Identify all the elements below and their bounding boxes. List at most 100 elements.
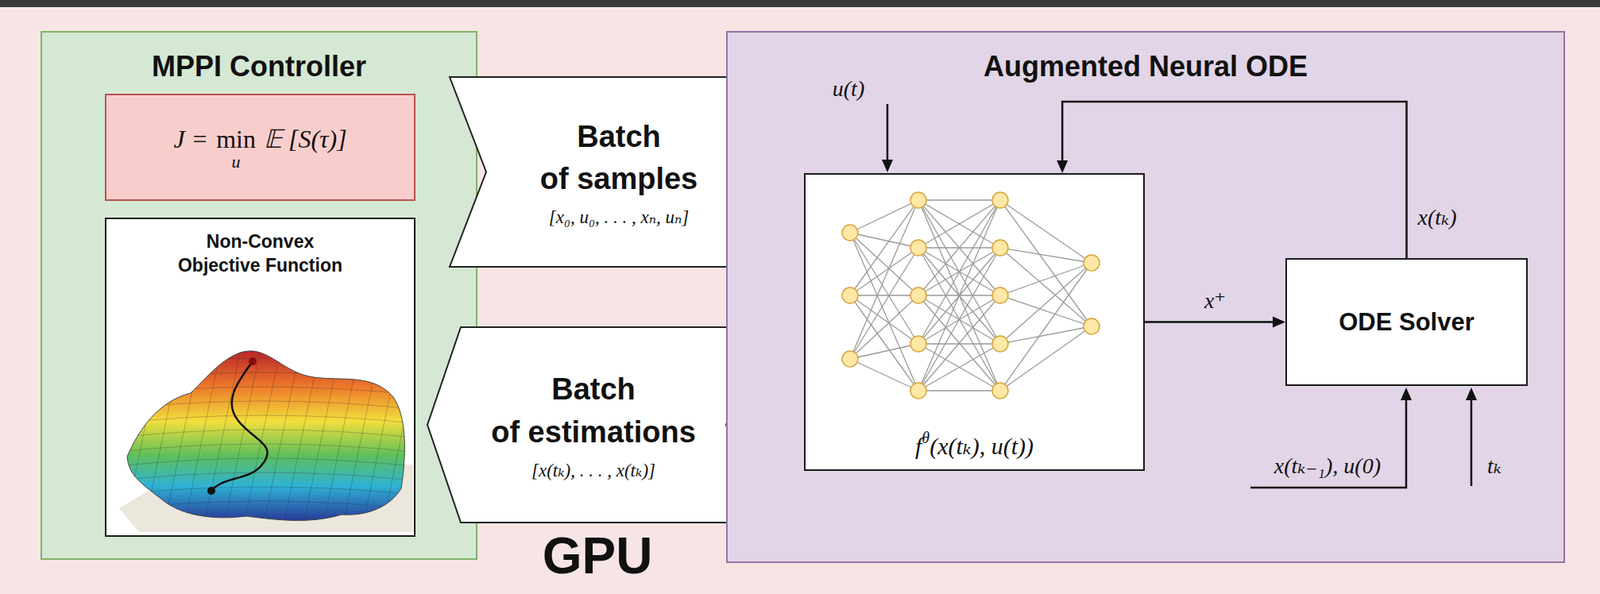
function-label: (x(tₖ), u(t)) — [929, 432, 1034, 460]
text-line: of samples — [540, 158, 699, 201]
network-link — [1000, 247, 1092, 327]
signal-label: tₖ — [1487, 453, 1502, 479]
network-link — [850, 343, 919, 360]
panel-title: MPPI Controller — [151, 50, 367, 84]
arrowhead — [1272, 316, 1286, 329]
network-link — [918, 247, 1001, 391]
box-title: ODE Solver — [1338, 308, 1475, 337]
network-link — [1000, 247, 1092, 263]
network-link — [918, 200, 1001, 248]
network-link — [918, 199, 1001, 201]
text-line: Non-Convex — [177, 230, 343, 255]
objective-box: J =minu𝔼 [S(τ)] — [104, 93, 416, 201]
network-neuron — [992, 287, 1009, 304]
network-neuron — [1083, 255, 1100, 271]
network-link — [918, 295, 1001, 391]
network-link — [1000, 262, 1092, 296]
formula-text: 𝔼 [S(τ)] — [263, 123, 348, 155]
top-bar — [0, 0, 1600, 8]
network-link — [850, 200, 919, 233]
network-link — [1000, 200, 1092, 327]
connector — [1056, 101, 1407, 259]
network-link — [1000, 262, 1092, 344]
network-link — [1000, 326, 1092, 391]
network-neuron — [992, 239, 1009, 256]
network-link — [918, 200, 1001, 248]
formula-text: min — [216, 125, 256, 154]
network-neuron — [842, 224, 858, 241]
network-link — [918, 200, 1001, 391]
network-link — [850, 294, 919, 296]
network-link — [918, 343, 1001, 391]
network-neuron — [910, 382, 927, 399]
text-line: Objective Function — [177, 254, 343, 279]
network-neuron — [842, 287, 858, 304]
network-link — [850, 247, 919, 296]
box-title: Non-Convex Objective Function — [177, 230, 343, 279]
network-link — [918, 343, 1001, 391]
label-anchor: x(tₖ₋₁), u(0) — [1274, 452, 1381, 480]
network-link — [1000, 326, 1092, 344]
function-label: f — [915, 432, 922, 460]
platform-label: GPU — [542, 527, 654, 585]
signal-label: x(tₖ₋₁), u(0) — [1274, 453, 1381, 479]
arrow-content: Batch of samples[x₀, u₀, . . . , xₙ, uₙ] — [485, 76, 753, 268]
connector-line — [1144, 320, 1275, 324]
arrow-label: Batch of samples — [540, 115, 699, 201]
network-link — [918, 200, 1001, 344]
network-link — [918, 247, 1001, 391]
panel-header: MPPI Controller — [42, 32, 476, 101]
network-link — [850, 200, 919, 360]
formula-subscript: u — [231, 153, 241, 171]
formula-row: J =minu𝔼 [S(τ)] — [173, 123, 347, 171]
network-link — [850, 359, 919, 391]
formula-frame: J =minu𝔼 [S(τ)] — [106, 95, 414, 200]
network-link — [918, 200, 1001, 344]
label-anchor: GPU — [542, 526, 654, 586]
network-link — [850, 295, 919, 360]
arrow-content: Batch of estimations[x(tₖ), . . . , x(tₖ… — [459, 326, 727, 524]
network-neuron — [992, 382, 1009, 399]
connector-line — [1062, 101, 1407, 259]
network-link — [918, 295, 1001, 391]
arrow-label: Batch of estimations — [490, 368, 696, 453]
network-link — [1000, 262, 1092, 391]
network-link — [918, 200, 1001, 391]
function-superscript: θ — [921, 428, 930, 448]
network-link — [850, 232, 919, 248]
input-arrows — [887, 104, 1472, 488]
text-line: Batch — [490, 368, 696, 411]
connector — [1144, 316, 1286, 329]
box-header: Non-Convex Objective Function — [106, 230, 414, 279]
label-anchor: x(tₖ) — [1418, 204, 1458, 231]
solver-box: ODE Solver — [1285, 258, 1528, 387]
panel-title: Augmented Neural ODE — [983, 50, 1308, 84]
connector-label: x⁺ — [1204, 287, 1226, 313]
network-link — [850, 200, 919, 296]
network-neuron — [910, 239, 927, 256]
network-link — [918, 200, 1001, 296]
network-neuron — [992, 336, 1009, 352]
text-line: of estimations — [490, 411, 696, 454]
arrowhead — [1056, 160, 1068, 174]
label-anchor: tₖ — [1487, 452, 1502, 480]
label-anchor: u(t) — [832, 76, 865, 102]
arrow-shape — [427, 327, 760, 523]
network-link — [918, 390, 1001, 391]
function-row: fθ(x(tₖ), u(t)) — [805, 432, 1144, 460]
network-neuron — [842, 351, 858, 368]
formula-stack: minu — [216, 125, 256, 171]
flow-arrow-left: Batch of estimations[x(tₖ), . . . , x(tₖ… — [426, 326, 761, 524]
network-link — [850, 247, 919, 360]
network-link — [850, 232, 919, 391]
network-neuron — [992, 192, 1009, 209]
neural-network-figure — [842, 192, 1100, 399]
network-neuron — [1083, 318, 1100, 335]
network-link — [1000, 295, 1092, 327]
network-link — [918, 200, 1001, 296]
box-content: ODE Solver — [1286, 259, 1527, 385]
signal-label: u(t) — [832, 76, 865, 101]
connector-label: x(tₖ) — [1418, 204, 1458, 230]
